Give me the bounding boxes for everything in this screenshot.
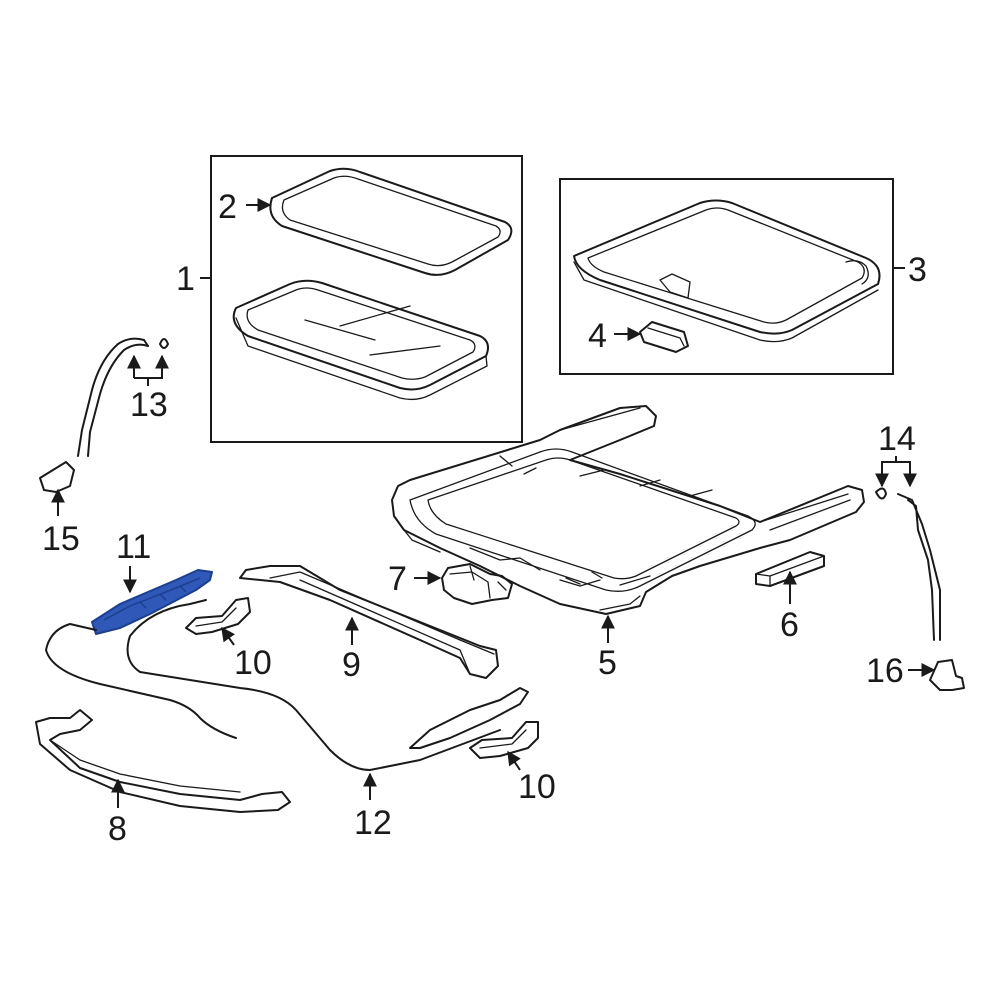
leaders bbox=[51, 198, 936, 808]
part-10-bracket-lower[interactable] bbox=[469, 721, 539, 759]
callout-6: 6 bbox=[780, 606, 799, 644]
callout-10-lower: 10 bbox=[518, 768, 556, 806]
drain-cable-left[interactable] bbox=[45, 623, 237, 739]
part-13-15-drain-hose-front[interactable] bbox=[39, 337, 169, 493]
glass-assembly-box bbox=[210, 155, 523, 443]
part-4-sunshade-handle[interactable] bbox=[639, 321, 689, 353]
part-2-glass-seal[interactable] bbox=[269, 167, 513, 276]
part-5-sunroof-frame[interactable] bbox=[391, 405, 865, 615]
part-9-front-header[interactable] bbox=[239, 565, 499, 679]
part-8-rear-rail[interactable] bbox=[35, 709, 291, 813]
callout-7: 7 bbox=[388, 560, 407, 598]
part-10-bracket-upper[interactable] bbox=[185, 597, 251, 635]
callout-9: 9 bbox=[342, 646, 361, 684]
callout-12: 12 bbox=[354, 804, 392, 842]
callout-3: 3 bbox=[908, 251, 927, 289]
part-11-guide-rail-highlighted[interactable] bbox=[91, 569, 213, 635]
part-12-drive-cable[interactable] bbox=[126, 599, 529, 771]
callout-13: 13 bbox=[130, 386, 168, 424]
callout-labels: 1 2 3 4 5 6 7 8 9 10 10 11 12 13 14 15 1… bbox=[42, 188, 927, 848]
glass-assembly-group bbox=[210, 155, 523, 443]
sunshade-group bbox=[559, 178, 894, 375]
sunshade-box bbox=[559, 178, 894, 375]
glass-panel[interactable] bbox=[232, 279, 489, 401]
part-7-sunroof-motor[interactable] bbox=[441, 563, 513, 605]
part-3-sunshade[interactable] bbox=[573, 199, 881, 343]
callout-16: 16 bbox=[866, 652, 904, 690]
callout-14: 14 bbox=[878, 420, 916, 458]
callout-5: 5 bbox=[598, 644, 617, 682]
callout-8: 8 bbox=[108, 810, 127, 848]
callout-10-upper: 10 bbox=[234, 644, 272, 682]
callout-11: 11 bbox=[116, 528, 151, 566]
callout-4: 4 bbox=[588, 317, 607, 355]
callout-2: 2 bbox=[218, 188, 237, 226]
part-6-trim-strip[interactable] bbox=[755, 551, 825, 587]
callout-15: 15 bbox=[42, 520, 80, 558]
callout-1: 1 bbox=[176, 260, 195, 298]
part-14-16-drain-hose-rear[interactable] bbox=[875, 487, 965, 691]
